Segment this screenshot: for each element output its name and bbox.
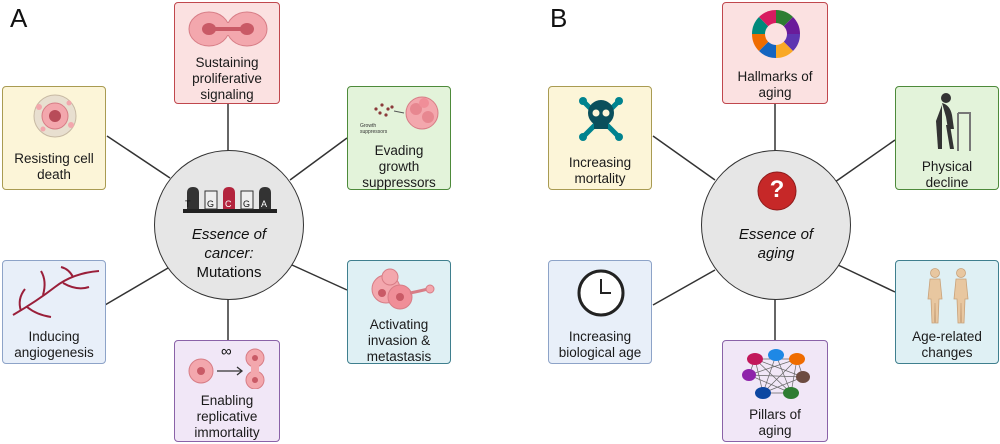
elderly-walker-icon xyxy=(936,93,971,151)
growth-suppressors-label: Growth suppressors xyxy=(360,123,388,135)
center-line1: Essence of xyxy=(738,226,814,243)
box-text: Activating invasion & metastasis xyxy=(366,317,432,364)
center-line3: Mutations xyxy=(196,264,262,281)
box-inducing-angiogenesis: Inducing angiogenesis xyxy=(2,260,106,364)
box-evading-growth-suppressors: Growth suppressors Evading growth suppre… xyxy=(347,86,451,190)
box-activating-invasion-metastasis: Activating invasion & metastasis xyxy=(347,260,451,364)
blood-vessel-icon xyxy=(12,266,100,318)
box-text: Increasing biological age xyxy=(558,329,642,360)
clock-icon xyxy=(577,269,625,317)
box-pillars-of-aging: Pillars of aging xyxy=(722,340,828,442)
dna-letter-t: T xyxy=(185,199,191,209)
hallmarks-wheel-icon xyxy=(751,9,801,59)
dna-icon xyxy=(183,187,277,213)
box-increasing-mortality: Increasing mortality xyxy=(548,86,652,190)
center-line2: cancer: xyxy=(204,245,254,262)
dna-letter-g1: G xyxy=(207,199,215,209)
question-mark: ? xyxy=(769,176,785,203)
box-increasing-biological-age: Increasing biological age xyxy=(548,260,652,364)
center-line2: aging xyxy=(757,245,795,262)
box-text: Resisting cell death xyxy=(14,151,94,182)
box-physical-decline: Physical decline xyxy=(895,86,999,190)
skull-icon xyxy=(579,97,623,141)
box-hallmarks-of-aging: Hallmarks of aging xyxy=(722,2,828,104)
box-text: Physical decline xyxy=(921,159,973,190)
dna-letter-a: A xyxy=(261,199,268,209)
panel-label-a: A xyxy=(10,3,28,33)
dividing-cell-icon xyxy=(188,348,265,389)
box-sustaining-proliferative-signaling: Sustaining proliferative signaling xyxy=(174,2,280,104)
box-text: Sustaining proliferative signaling xyxy=(192,55,262,102)
box-enabling-replicative-immortality: ∞ Enabling replicative immortality xyxy=(174,340,280,442)
box-text: Evading growth suppressors xyxy=(362,143,436,190)
center-circle-cancer: T G C G A Essence of cancer: Mutations xyxy=(154,150,304,300)
metastasis-icon xyxy=(371,268,435,310)
human-figures-icon xyxy=(927,268,969,324)
box-text: Inducing angiogenesis xyxy=(14,329,94,360)
infinity-symbol: ∞ xyxy=(221,343,232,360)
center-line1: Essence of xyxy=(191,226,267,243)
dna-letter-c: C xyxy=(225,199,232,209)
growth-suppressors-icon xyxy=(374,96,439,130)
dna-letter-g2: G xyxy=(243,199,251,209)
cancer-cell-icon xyxy=(33,94,77,138)
center-circle-aging: ? Essence of aging xyxy=(701,150,851,300)
box-text: Age-related changes xyxy=(912,329,982,360)
box-resisting-cell-death: Resisting cell death xyxy=(2,86,106,190)
box-text: Enabling replicative immortality xyxy=(194,393,260,440)
panel-label-b: B xyxy=(550,3,568,33)
question-icon xyxy=(757,171,797,211)
box-text: Hallmarks of aging xyxy=(737,69,813,100)
network-icon xyxy=(742,349,810,399)
box-text: Pillars of aging xyxy=(749,407,801,438)
box-text: Increasing mortality xyxy=(568,155,632,186)
box-age-related-changes: Age-related changes xyxy=(895,260,999,364)
dividing-cell-icon xyxy=(188,11,268,47)
